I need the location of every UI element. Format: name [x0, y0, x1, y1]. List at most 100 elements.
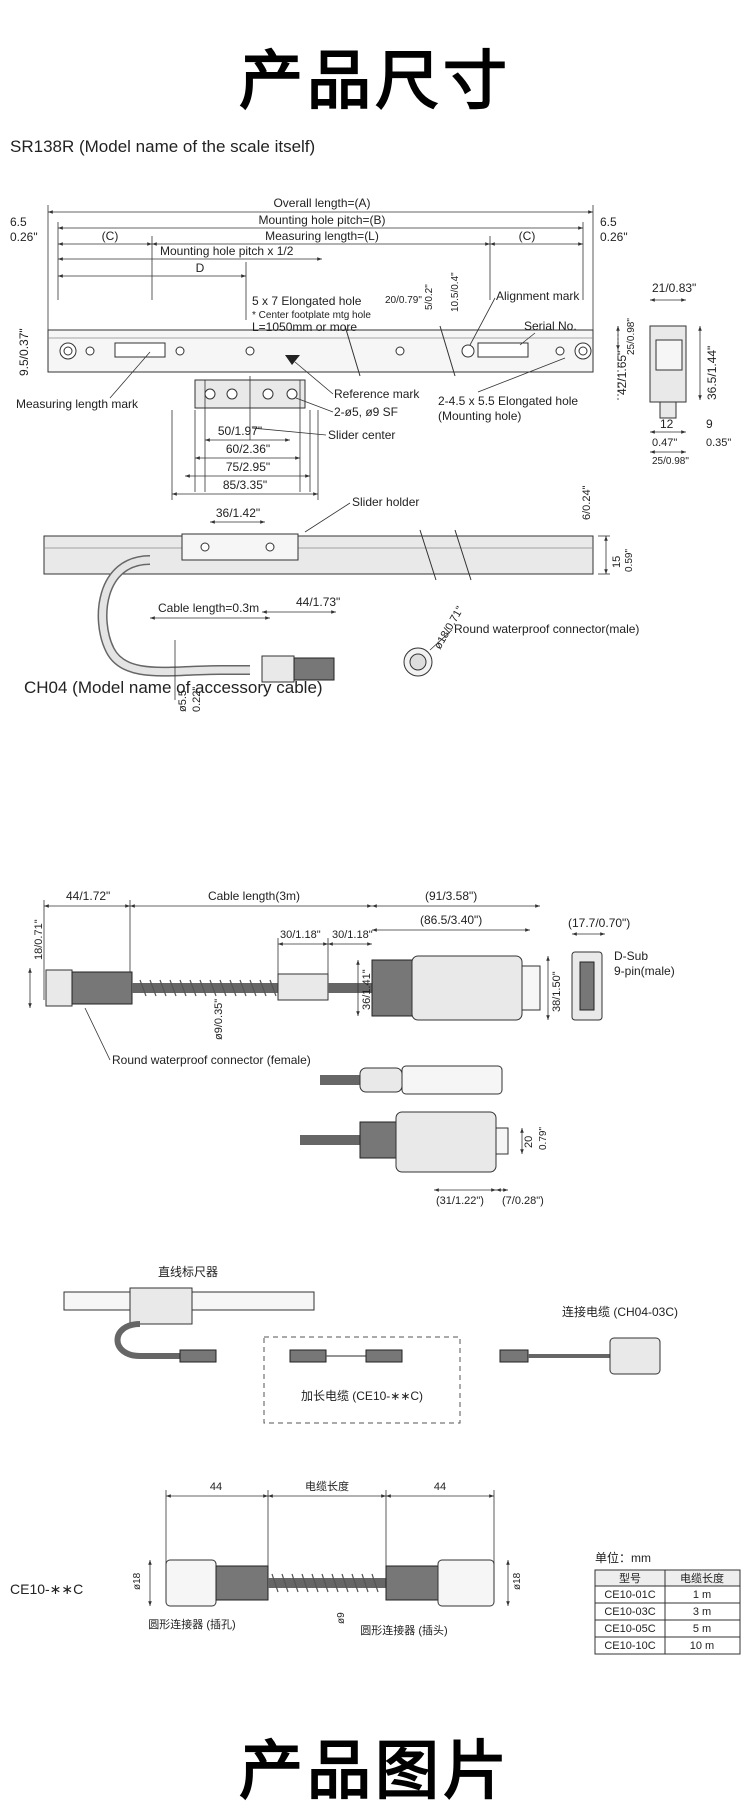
pitch-half-label: Mounting hole pitch x 1/2	[160, 244, 294, 258]
d-label: D	[196, 261, 205, 275]
side-9-5-label: 9.5/0.37"	[17, 328, 31, 376]
serial-no-label: Serial No.	[524, 319, 577, 333]
left-0-26-label: 0.26"	[10, 230, 38, 244]
dsub-pin-label: 9-pin(male)	[614, 964, 675, 978]
measuring-length-label: Measuring length=(L)	[265, 229, 379, 243]
overall-length-label: Overall length=(A)	[273, 196, 370, 210]
ce10-dim-18-right-label: ø18	[512, 1572, 523, 1590]
dim-10-5-label: 10.5/0.4"	[450, 272, 461, 312]
slider-holder-label: Slider holder	[352, 495, 419, 509]
ch04-dim-0-79-label: 0.79"	[538, 1127, 549, 1150]
dim-15-label: 15	[611, 556, 623, 568]
dim-50-label: 50/1.97"	[218, 424, 262, 438]
ch04-cable-length-label: Cable length(3m)	[208, 889, 300, 903]
end-0-47-label: 0.47"	[652, 437, 677, 449]
end-12-label: 12	[660, 417, 674, 431]
ce10-cable-length-label: 电缆长度	[305, 1479, 349, 1493]
table-header-length: 电缆长度	[680, 1571, 724, 1585]
dim-5-label: 5/0.2"	[424, 284, 435, 310]
table-cell-length-4: 10 m	[690, 1640, 714, 1652]
table-cell-length-3: 5 m	[693, 1623, 711, 1635]
ch04-dim-30b-label: 30/1.18"	[332, 929, 373, 941]
table-cell-length-2: 3 m	[693, 1606, 711, 1618]
alignment-mark-label: Alignment mark	[496, 289, 580, 303]
ch04-dim-44-label: 44/1.72"	[66, 889, 110, 903]
ch04-dim-31-label: (31/1.22")	[436, 1195, 484, 1207]
c-right-label: (C)	[519, 229, 536, 243]
end-25-label: 25/0.98"	[626, 318, 637, 355]
length-condition-label: L=1050mm or more	[252, 320, 357, 334]
end-21-label: 21/0.83"	[652, 281, 696, 295]
dim-20-label: 20/0.79"	[385, 295, 422, 306]
c-left-label: (C)	[102, 229, 119, 243]
end-0-35-label: 0.35"	[706, 437, 731, 449]
ch04-dim-91-label: (91/3.58")	[425, 889, 477, 903]
end-36-5-label: 36.5/1.44"	[705, 346, 719, 400]
ch04-title: CH04 (Model name of accessory cable)	[24, 678, 323, 697]
unit-label: 单位：mm	[595, 1550, 651, 1565]
ch04-dim-18-label: 18/0.71"	[33, 919, 45, 960]
connect-cable-label: 连接电缆 (CH04-03C)	[562, 1304, 678, 1319]
dim-75-label: 75/2.95"	[226, 460, 270, 474]
connector-male-label: 圆形连接器 (插头)	[360, 1623, 447, 1637]
sr138r-scale-top-view: Overall length=(A) Mounting hole pitch=(…	[10, 196, 628, 500]
table-header-model: 型号	[619, 1571, 641, 1585]
mounting-pitch-label: Mounting hole pitch=(B)	[258, 213, 385, 227]
sr138r-title: SR138R (Model name of the scale itself)	[10, 137, 316, 156]
slider-center-label: Slider center	[328, 428, 395, 442]
ce10-cable-drawing: CE10-∗∗C 44 电缆长度 44 ø18 ø18 ø9 圆形连接器 (插孔…	[10, 1479, 651, 1637]
holes-label: 2-ø5, ø9 SF	[334, 405, 398, 419]
ch04-dim-86-5-label: (86.5/3.40")	[420, 913, 482, 927]
right-6-5-label: 6.5	[600, 215, 617, 229]
left-6-5-label: 6.5	[10, 215, 27, 229]
heading-product-dimensions: 产品尺寸	[239, 44, 511, 119]
elongated-hole-label: 5 x 7 Elongated hole	[252, 294, 362, 308]
ce10-dim-44-right-label: 44	[434, 1481, 446, 1493]
table-cell-model-3: CE10-05C	[604, 1623, 655, 1635]
measuring-length-mark-label: Measuring length mark	[16, 397, 139, 411]
table-cell-length-1: 1 m	[693, 1589, 711, 1601]
ch04-dim-9-label: ø9/0.35"	[213, 999, 225, 1040]
mounting-hole-label-2: (Mounting hole)	[438, 409, 521, 423]
table-cell-model-4: CE10-10C	[604, 1640, 655, 1652]
dim-0-59-label: 0.59"	[624, 549, 635, 572]
dim-44-label: 44/1.73"	[296, 595, 340, 609]
heading-product-pictures: 产品图片	[239, 1734, 511, 1809]
ch04-dim-20-label: 20	[523, 1136, 535, 1148]
reference-mark-label: Reference mark	[334, 387, 420, 401]
cable-length-label: Cable length=0.3m	[158, 601, 259, 615]
center-footplate-label: * Center footplate mtg hole	[252, 310, 371, 321]
ch04-dim-30a-label: 30/1.18"	[280, 929, 321, 941]
mounting-hole-label: 2-4.5 x 5.5 Elongated hole	[438, 394, 578, 408]
sr138r-end-view: 21/0.83" 25/0.98" 42/1.65" 36.5/1.44" 12…	[615, 281, 731, 467]
system-overview: 直线标尺器 连接电缆 (CH04-03C) 加长电缆 (CE10-∗∗C)	[63, 1265, 678, 1424]
ch04-dim-36-label: 36/1.41"	[361, 969, 373, 1010]
dim-0-22-label: 0.22"	[191, 687, 203, 712]
ch04-cable-drawing: 44/1.72" Cable length(3m) (91/3.58") (86…	[28, 889, 675, 1207]
dim-6-label: 6/0.24"	[581, 485, 593, 520]
round-connector-female-label: Round waterproof connector (female)	[112, 1053, 311, 1067]
table-cell-model-1: CE10-01C	[604, 1589, 655, 1601]
table-cell-model-2: CE10-03C	[604, 1606, 655, 1618]
ce10-dim-9-label: ø9	[336, 1612, 347, 1624]
sr138r-side-view: 36/1.42" Slider holder 6/0.24" 15 0.59" …	[43, 485, 639, 712]
ce10-dim-18-left-label: ø18	[132, 1572, 143, 1590]
right-0-26-label: 0.26"	[600, 230, 628, 244]
end-42-label: 42/1.65"	[615, 351, 629, 395]
ch04-dim-7-label: (7/0.28")	[502, 1195, 544, 1207]
connector-female-label: 圆形连接器 (插孔)	[148, 1617, 235, 1631]
linear-scale-label: 直线标尺器	[158, 1265, 218, 1279]
dim-36-label: 36/1.42"	[216, 506, 260, 520]
extension-cable-label: 加长电缆 (CE10-∗∗C)	[301, 1389, 423, 1403]
end-9-label: 9	[706, 417, 713, 431]
ce10-dim-44-left-label: 44	[210, 1481, 222, 1493]
dsub-label: D-Sub	[614, 949, 648, 963]
ce10-length-table: 型号 电缆长度 CE10-01C 1 m CE10-03C 3 m CE10-0…	[594, 1569, 741, 1655]
dim-5-5-label: ø5.5	[177, 690, 189, 712]
ch04-dim-38-label: 38/1.50"	[551, 971, 563, 1012]
round-connector-male-label: Round waterproof connector(male)	[454, 622, 639, 636]
ce10-label: CE10-∗∗C	[10, 1581, 83, 1597]
dim-85-label: 85/3.35"	[223, 478, 267, 492]
ch04-dim-17-7-label: (17.7/0.70")	[568, 916, 630, 930]
